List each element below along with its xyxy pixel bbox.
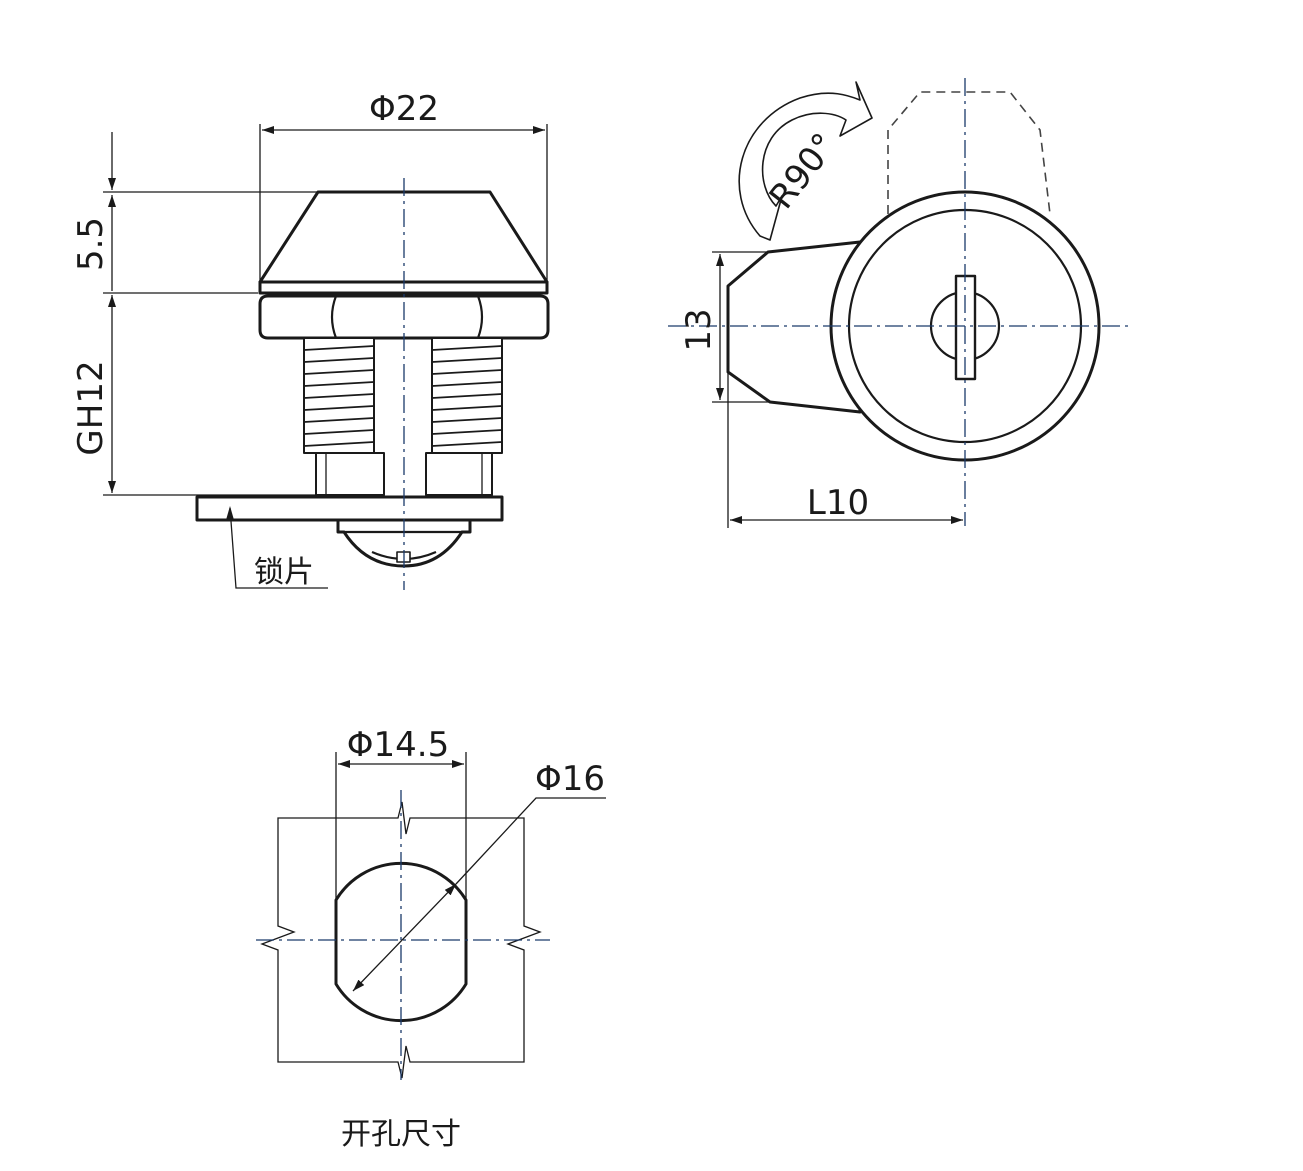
side-view: R90° 13 L10 (668, 78, 1132, 528)
cutout-title: 开孔尺寸 (341, 1117, 461, 1152)
length-label: L10 (807, 483, 869, 523)
diameter-dimension-diagonal (352, 883, 457, 992)
diameter-label: Φ22 (369, 89, 439, 129)
thread-left (303, 337, 375, 454)
lock-head (258, 190, 549, 284)
flat-width-label: Φ14.5 (347, 725, 449, 765)
cutout-view: Φ14.5 Φ16 开孔尺寸 (256, 725, 606, 1152)
head-height-label: 5.5 (71, 217, 111, 271)
rotated-cam-phantom (887, 91, 1051, 215)
height-label: 13 (679, 308, 719, 351)
front-view: Φ22 5.5 GH12 (71, 89, 550, 590)
lock-plate-label: 锁片 (254, 555, 314, 590)
cutout-diameter-label: Φ16 (535, 759, 605, 799)
lock-plate (195, 495, 504, 522)
lock-plate-leader (229, 507, 328, 589)
thread-label: GH12 (71, 360, 111, 455)
rotation-arrow: R90° (738, 81, 873, 241)
panel-break-outline (260, 801, 542, 1079)
thread-right (431, 337, 503, 454)
